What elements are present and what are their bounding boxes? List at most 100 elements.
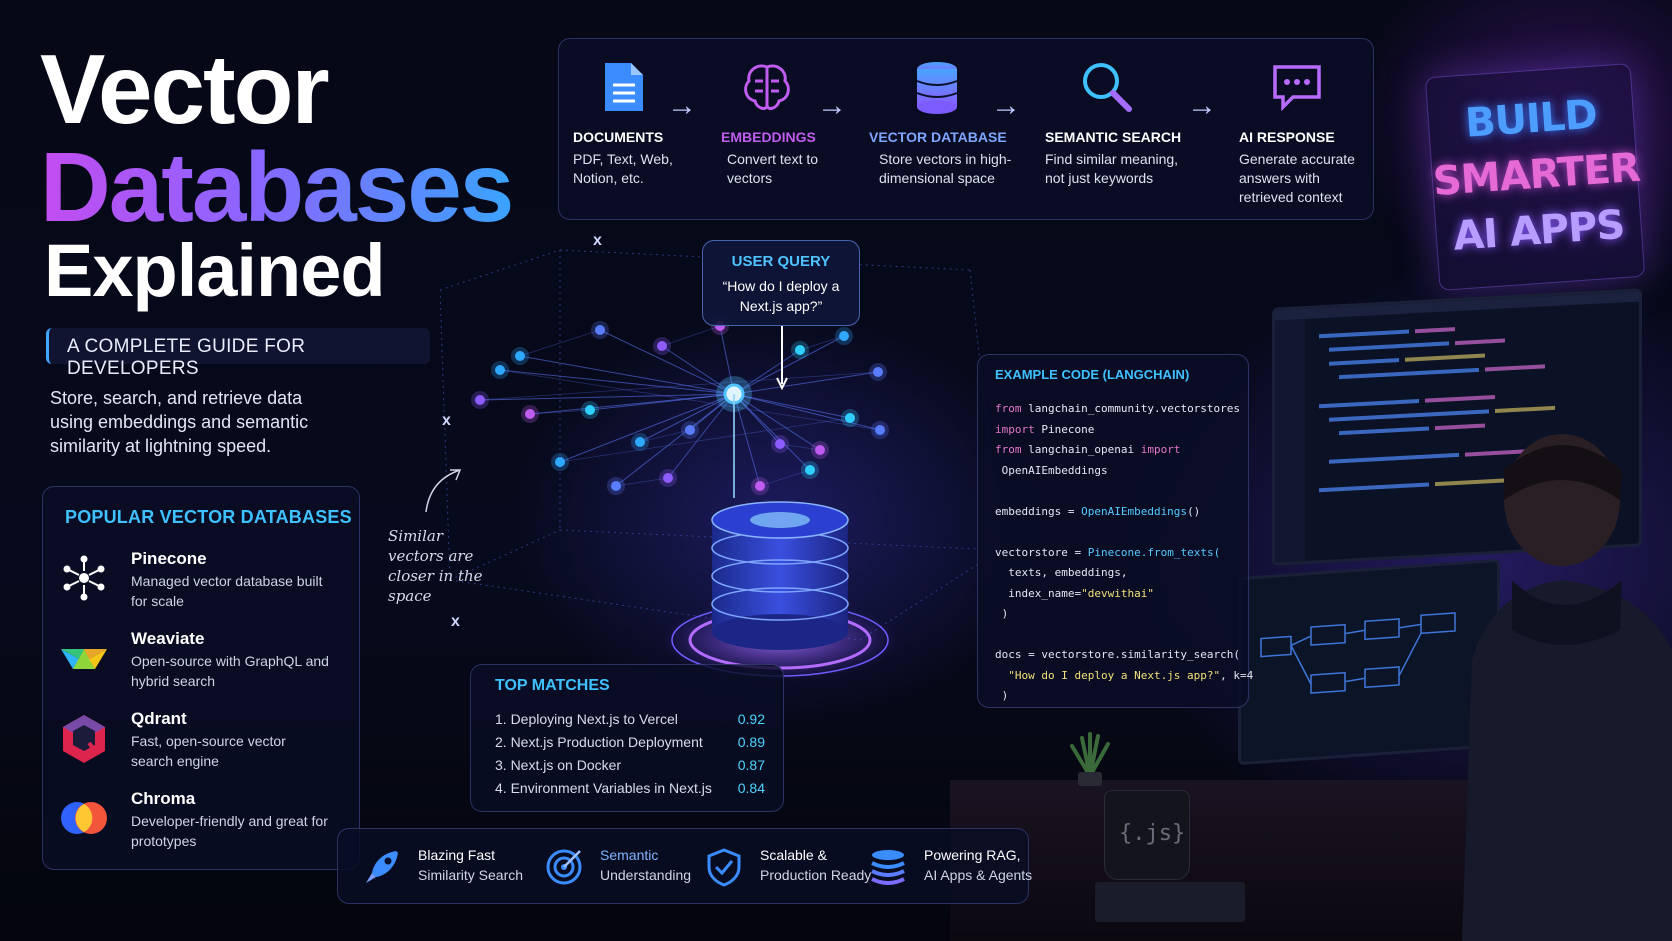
match-score: 0.92 [737, 711, 765, 727]
vector-link [719, 325, 735, 395]
vector-link [661, 345, 735, 395]
match-score: 0.89 [737, 734, 765, 750]
vector-link [529, 409, 591, 415]
mug: {.js} [1104, 790, 1190, 880]
features-bar: Blazing Fast Similarity Search Semantic … [337, 828, 1032, 904]
db-item-qdrant[interactable]: Qdrant Fast, open-source vector search e… [59, 709, 349, 779]
axis-label-top: x [593, 232, 602, 249]
qdrant-icon [63, 715, 105, 763]
brain-icon [744, 64, 790, 110]
match-row[interactable]: 4. Environment Variables in Next.js 0.84 [495, 780, 765, 796]
db-desc: Open-source with GraphQL and hybrid sear… [131, 653, 329, 689]
pipeline-arrow: → [991, 89, 1021, 122]
note-arrow [420, 466, 470, 521]
title-line-1: Vector [40, 34, 330, 144]
vector-link [519, 329, 601, 357]
target-icon [546, 849, 582, 885]
axis-label-bottom: x [451, 613, 460, 630]
grid-line [559, 529, 1001, 551]
vector-link [479, 371, 879, 401]
step-label: VECTOR DATABASE [869, 129, 1007, 145]
vector-point [839, 331, 849, 341]
vector-point [873, 367, 883, 377]
vector-point [585, 405, 595, 415]
match-row[interactable]: 1. Deploying Next.js to Vercel 0.92 [495, 711, 765, 727]
example-code-panel: EXAMPLE CODE (LANGCHAIN) from langchain_… [977, 354, 1253, 708]
vector-link [733, 393, 821, 451]
user-query-card: USER QUERY “How do I deploy a Next.js ap… [702, 240, 860, 326]
vector-point [515, 351, 525, 361]
vector-link [661, 325, 721, 347]
pipeline-arrow: → [1187, 89, 1217, 122]
db-item-chroma[interactable]: Chroma Developer-friendly and great for … [59, 789, 349, 859]
title-line-2: Databases [40, 132, 514, 242]
step-label: DOCUMENTS [573, 129, 664, 145]
search-icon [1083, 63, 1132, 112]
pipeline-panel: DOCUMENTS PDF, Text, Web, Notion, etc. →… [558, 38, 1374, 220]
code-block: from langchain_community.vectorstores im… [995, 402, 1254, 702]
query-heading: USER QUERY [731, 253, 831, 270]
vector-point [663, 473, 673, 483]
match-score: 0.87 [737, 757, 765, 773]
vector-point [495, 365, 505, 375]
matches-heading: TOP MATCHES [495, 677, 610, 694]
db-item-weaviate[interactable]: Weaviate Open-source with GraphQL and hy… [59, 629, 349, 699]
match-row[interactable]: 2. Next.js Production Deployment 0.89 [495, 734, 765, 750]
db-item-pinecone[interactable]: Pinecone Managed vector database built f… [59, 549, 349, 619]
neon-sign: BUILD SMARTER AI APPS [1424, 63, 1646, 291]
vector-link [733, 335, 845, 395]
pipeline-arrow: → [667, 89, 697, 122]
grid-line [439, 289, 451, 581]
db-desc: Developer-friendly and great for prototy… [131, 813, 328, 849]
query-text: “How do I deploy a Next.js app?” [722, 278, 840, 314]
vector-point [815, 445, 825, 455]
step-label: SEMANTIC SEARCH [1045, 129, 1182, 145]
code-heading: EXAMPLE CODE (LANGCHAIN) [995, 367, 1190, 382]
plant [1060, 726, 1120, 786]
vector-link [733, 371, 879, 395]
chat-icon [1273, 65, 1321, 112]
vector-link [799, 335, 845, 351]
weaviate-icon [61, 649, 107, 669]
step-text: Convert text to vectors [727, 151, 819, 186]
vector-link [519, 355, 735, 395]
vector-point [657, 341, 667, 351]
title-line-3: Explained [44, 229, 386, 312]
plant-icon [1070, 732, 1110, 786]
vector-point [795, 345, 805, 355]
popular-databases-panel: POPULAR VECTOR DATABASES Pinecone Manage… [42, 486, 360, 870]
match-score: 0.84 [737, 780, 765, 796]
axis-label-left: x [442, 412, 451, 429]
step-label: EMBEDDINGS [721, 129, 816, 145]
vector-point [525, 409, 535, 419]
db-desc: Managed vector database built for scale [131, 573, 323, 609]
database-cylinder [660, 490, 900, 690]
vector-link [559, 393, 735, 463]
vector-link [639, 429, 691, 443]
db-name: Qdrant [131, 709, 187, 728]
match-row[interactable]: 3. Next.js on Docker 0.87 [495, 757, 765, 773]
db-desc: Fast, open-source vector search engine [131, 733, 286, 769]
vector-point [635, 437, 645, 447]
shield-icon [707, 848, 741, 887]
vector-link [499, 369, 735, 395]
flow-diagram [1260, 612, 1456, 694]
database-stack-icon [662, 501, 898, 680]
vector-link [733, 393, 761, 487]
vector-point [555, 457, 565, 467]
vector-point [595, 325, 605, 335]
person-silhouette [1462, 434, 1672, 941]
notebook [1095, 882, 1245, 922]
vector-link [667, 393, 735, 479]
editor-lines [1275, 291, 1639, 563]
db-name: Pinecone [131, 549, 207, 568]
grid-line [859, 549, 1001, 641]
vector-point [611, 481, 621, 491]
document-icon [605, 63, 643, 111]
top-matches-panel: TOP MATCHES 1. Deploying Next.js to Verc… [470, 664, 784, 812]
vector-link [733, 349, 801, 395]
match-title: 3. Next.js on Docker [495, 757, 622, 773]
vector-link [733, 393, 811, 471]
vector-point [685, 425, 695, 435]
match-title: 4. Environment Variables in Next.js [495, 780, 712, 796]
